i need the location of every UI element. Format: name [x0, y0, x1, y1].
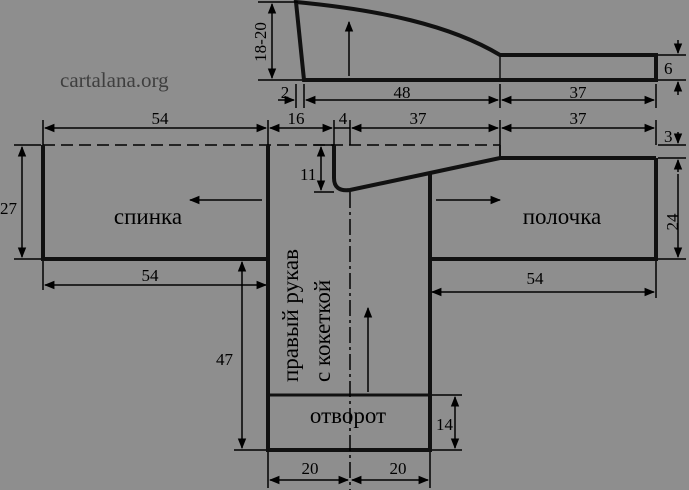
neck-curve — [332, 145, 656, 193]
front-bottom-width-label: 54 — [527, 269, 545, 288]
watermark: cartalana.org — [60, 68, 169, 92]
collar-width-dimensions — [278, 84, 657, 108]
sleeve-label-line2: с кокеткой — [310, 280, 335, 382]
top-strip-width-label: 37 — [570, 83, 588, 102]
body-top-dimensions — [42, 120, 657, 145]
sleeve-label-line1: правый рукав — [278, 249, 303, 382]
back-height-dimension — [14, 144, 41, 260]
collar-piece — [293, 0, 658, 82]
sleeve-outline — [266, 145, 432, 452]
collar-height-label: 18-20 — [251, 22, 270, 62]
back-bottom-dimension — [42, 261, 268, 290]
front-drop-label: 3 — [664, 127, 673, 146]
back-label: спинка — [114, 204, 182, 229]
sleeve-top-width-label: 16 — [288, 109, 305, 128]
front-top-width-label: 37 — [570, 109, 588, 128]
cuff-height-dimension — [432, 394, 462, 451]
front-label: полочка — [523, 204, 602, 229]
front-drop-dimension — [658, 132, 686, 172]
back-bottom-width-label: 54 — [142, 266, 160, 285]
cuff-right-width-label: 20 — [390, 459, 407, 478]
front-height-label: 24 — [663, 213, 682, 231]
front-panel — [430, 158, 658, 261]
top-strip-height-label: 6 — [664, 59, 673, 78]
back-top-width-label: 54 — [152, 109, 170, 128]
front-bottom-dimension — [430, 261, 657, 298]
top-strip-height-dimension — [658, 40, 686, 95]
neck-depth-dimension — [314, 144, 334, 193]
yoke-width-label: 37 — [410, 109, 428, 128]
cuff-height-label: 14 — [436, 415, 454, 434]
back-height-label: 27 — [0, 199, 18, 218]
collar-offset-label: 2 — [281, 83, 290, 102]
sleeve-length-label: 47 — [216, 350, 234, 369]
cuff-width-dimensions — [267, 452, 431, 488]
cuff-label: отворот — [310, 403, 386, 428]
collar-height-dimension — [258, 1, 302, 81]
cuff-left-width-label: 20 — [302, 459, 319, 478]
neck-offset-label: 4 — [339, 109, 348, 128]
sleeve-length-dimension — [234, 260, 266, 451]
back-panel — [41, 145, 268, 261]
collar-width-label: 48 — [394, 83, 411, 102]
neck-depth-label: 11 — [300, 165, 316, 184]
front-height-dimension — [658, 174, 686, 260]
